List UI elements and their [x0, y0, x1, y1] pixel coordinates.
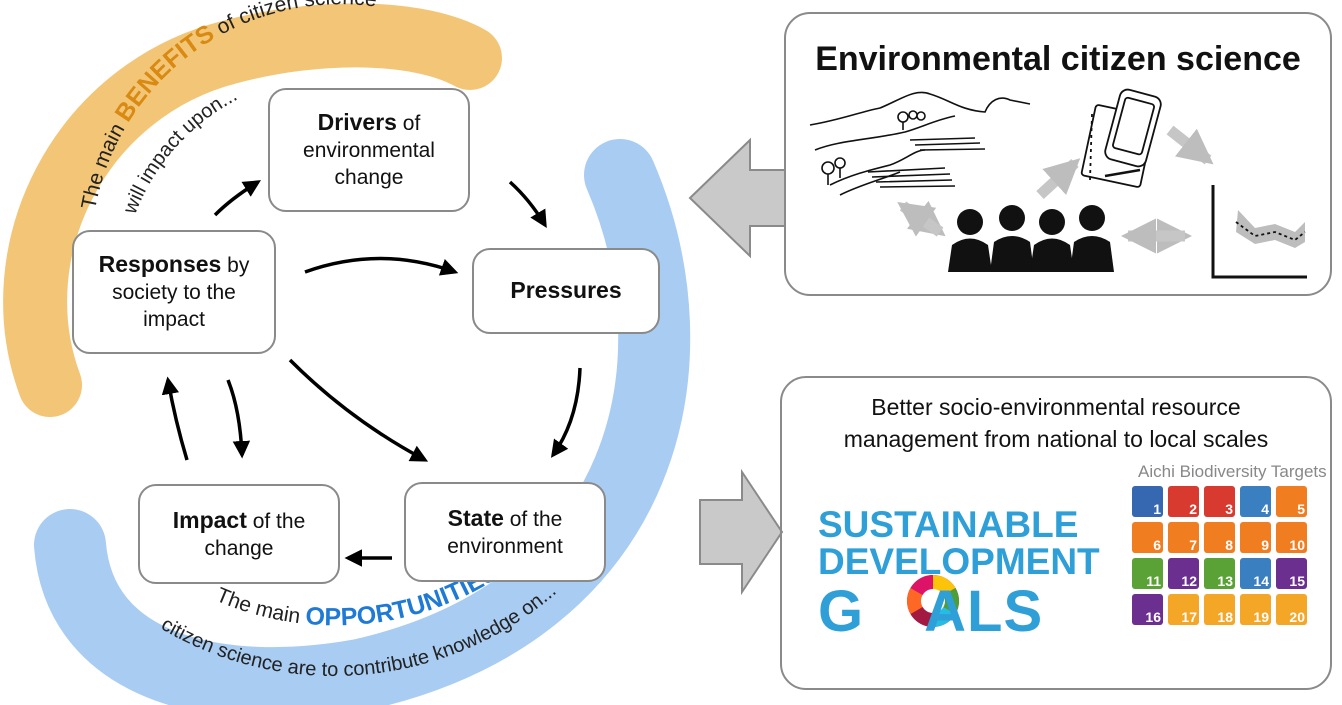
aichi-target-tile: 9: [1240, 522, 1271, 553]
sdg-wheel-logo: [907, 575, 959, 627]
aichi-target-number: 1: [1153, 501, 1161, 517]
aichi-target-number: 12: [1181, 573, 1197, 589]
opportunities-band: [34, 139, 691, 705]
aichi-target-number: 16: [1145, 609, 1161, 625]
aichi-target-tile: 19: [1240, 594, 1271, 625]
trend-chart-icon: [1211, 185, 1307, 279]
aichi-target-number: 13: [1217, 573, 1233, 589]
aichi-target-tile: 18: [1204, 594, 1235, 625]
sdg-line2: DEVELOPMENT: [818, 541, 1100, 582]
aichi-target-tile: 11: [1132, 558, 1163, 589]
panel-title: Environmental citizen science: [815, 40, 1301, 78]
arrow-responses-to-drivers: [213, 180, 261, 217]
arrow-responses-to-impact: [226, 379, 251, 459]
aichi-target-tile: 16: [1132, 594, 1163, 625]
arrow-drivers-to-pressures: [508, 180, 547, 229]
aichi-title: Aichi Biodiversity Targets: [1138, 462, 1327, 481]
landscape-icon: [809, 91, 1031, 196]
sdg-line1: SUSTAINABLE: [818, 504, 1079, 545]
aichi-target-number: 7: [1189, 537, 1197, 553]
benefits-band: [3, 3, 502, 417]
aichi-target-number: 6: [1153, 537, 1161, 553]
aichi-target-tile: 6: [1132, 522, 1163, 553]
citizen-science-panel: Environmental citizen science: [784, 12, 1332, 296]
aichi-target-tile: 8: [1204, 522, 1235, 553]
flow-arrows: [897, 125, 1214, 254]
people-icon: [948, 205, 1114, 272]
aichi-target-tile: 10: [1276, 522, 1307, 553]
inbound-block-arrow: [688, 137, 786, 259]
aichi-target-tile: 5: [1276, 486, 1307, 517]
aichi-target-number: 20: [1289, 609, 1305, 625]
citizen-science-illustration: [809, 88, 1307, 279]
aichi-target-tile: 3: [1204, 486, 1235, 517]
aichi-target-tile: 20: [1276, 594, 1307, 625]
arrow-impact-to-responses: [161, 376, 189, 461]
aichi-target-tile: 15: [1276, 558, 1307, 589]
aichi-target-tile: 4: [1240, 486, 1271, 517]
aichi-target-tile: 13: [1204, 558, 1235, 589]
arrow-pressures-to-state: [550, 367, 582, 458]
aichi-target-number: 2: [1189, 501, 1197, 517]
aichi-target-tile: 14: [1240, 558, 1271, 589]
phone-notebook-icon: [1080, 88, 1162, 188]
aichi-target-number: 10: [1289, 537, 1305, 553]
aichi-target-number: 14: [1253, 573, 1269, 589]
aichi-target-tile: 1: [1132, 486, 1163, 517]
aichi-target-number: 19: [1253, 609, 1269, 625]
aichi-target-number: 17: [1181, 609, 1197, 625]
aichi-target-tile: 17: [1168, 594, 1199, 625]
arrow-responses-to-pressures: [304, 256, 459, 276]
aichi-target-number: 8: [1225, 537, 1233, 553]
outbound-block-arrow: [699, 468, 784, 596]
aichi-target-number: 15: [1289, 573, 1305, 589]
aichi-target-tile: 7: [1168, 522, 1199, 553]
aichi-target-tile: 2: [1168, 486, 1199, 517]
aichi-target-number: 3: [1225, 501, 1233, 517]
aichi-target-number: 5: [1297, 501, 1305, 517]
arrow-responses-to-state: [288, 358, 429, 462]
aichi-target-number: 11: [1146, 573, 1161, 589]
aichi-target-number: 18: [1217, 609, 1233, 625]
cycle-arrows: [161, 180, 582, 567]
pressures-node: Pressures: [472, 248, 660, 334]
aichi-target-number: 9: [1261, 537, 1269, 553]
aichi-target-tile: 12: [1168, 558, 1199, 589]
aichi-target-number: 4: [1261, 501, 1269, 517]
